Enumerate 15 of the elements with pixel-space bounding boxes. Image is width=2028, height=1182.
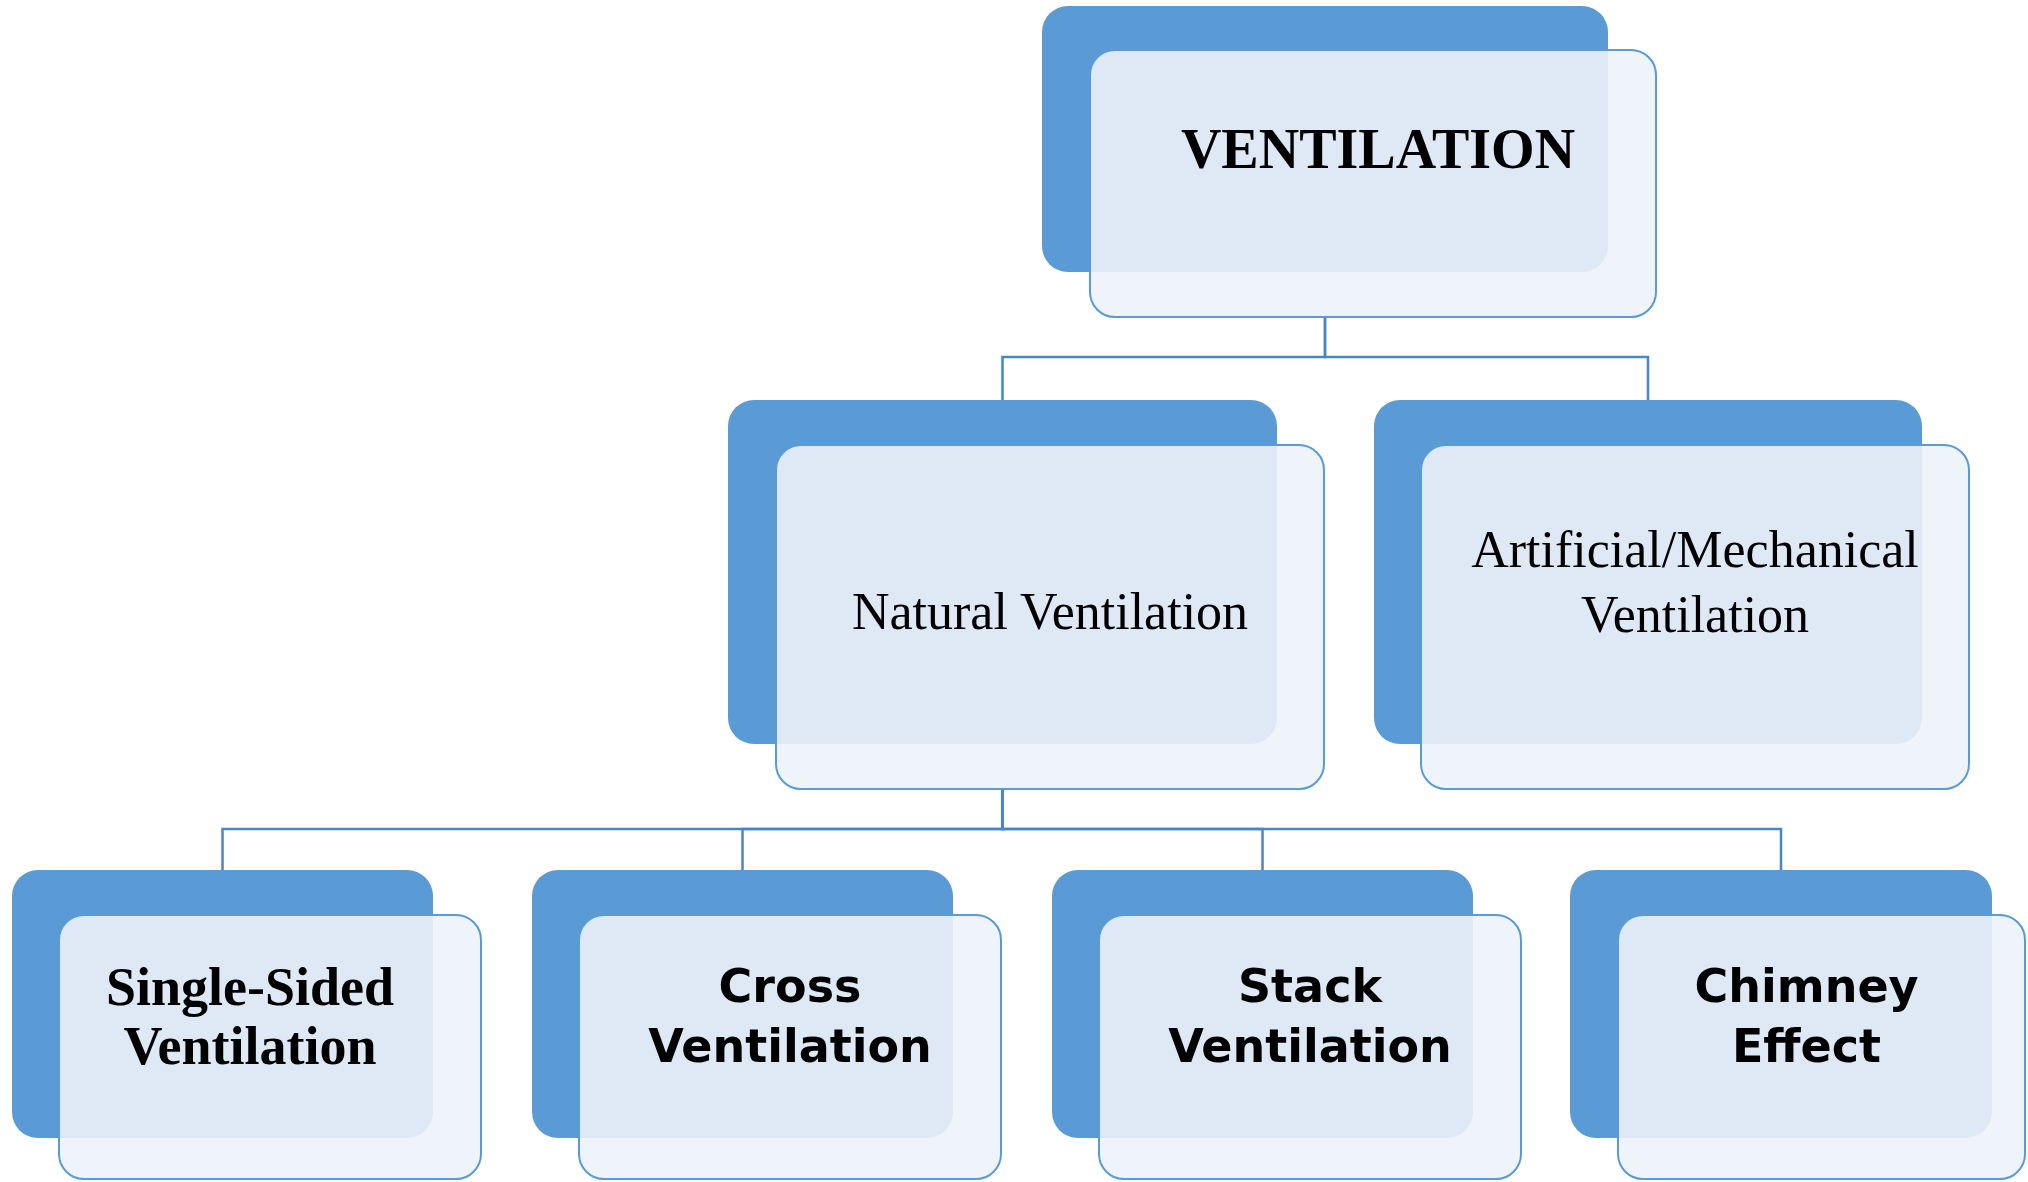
layered-box: [1570, 870, 2026, 1180]
box-label: Single-Sided Ventilation: [104, 957, 396, 1077]
connector-line: [1323, 318, 1650, 400]
box-label: Artificial/Mechanical Ventilation: [1470, 520, 1920, 645]
box-label: Natural Ventilation: [851, 582, 1249, 642]
layered-box: [1052, 870, 1522, 1180]
layered-box: [1374, 400, 1970, 790]
layered-box: [532, 870, 1002, 1180]
box-label: Stack Ventilation: [1167, 958, 1453, 1075]
box-label: Cross Ventilation: [647, 958, 933, 1075]
box-label: Chimney Effect: [1693, 958, 1920, 1075]
layered-box: [1042, 6, 1657, 318]
box-label: VENTILATION: [1180, 116, 1576, 182]
layered-box: [12, 870, 482, 1180]
layered-box: [728, 400, 1325, 790]
